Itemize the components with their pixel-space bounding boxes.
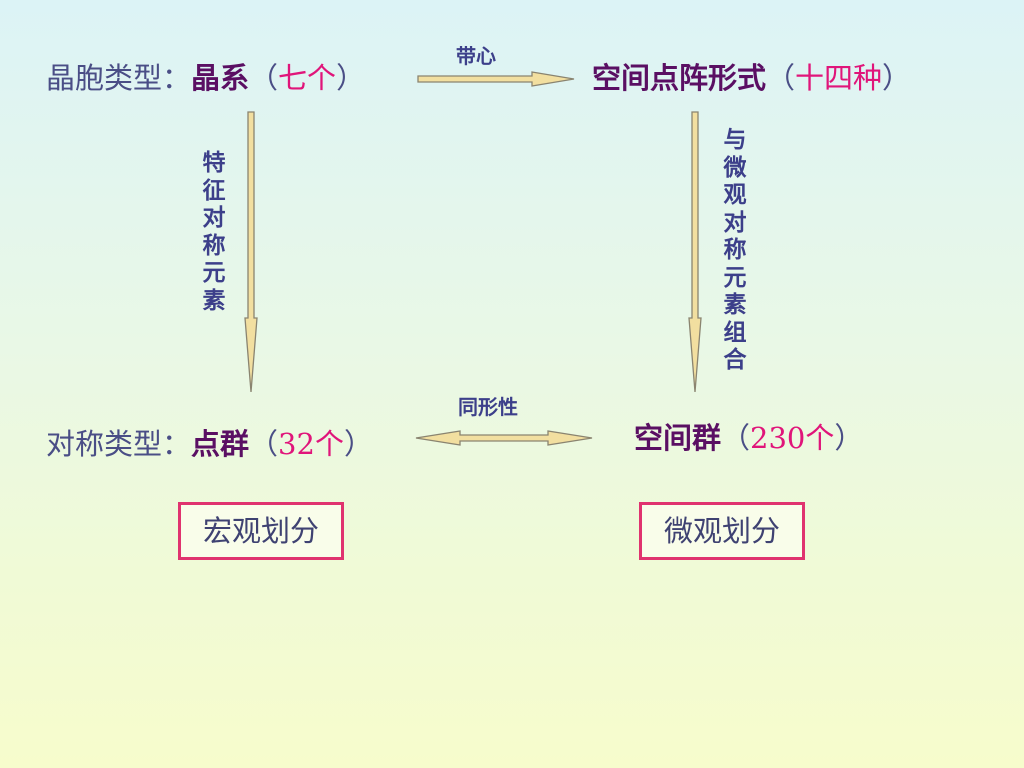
close-paren: ） (343, 427, 373, 461)
arrow-label-isomorphism: 同形性 (458, 395, 518, 419)
arrow-label-centering: 带心 (456, 44, 496, 68)
symmetry-type-label: 对称类型： (46, 427, 192, 461)
crystal-system-count: 七个 (278, 61, 337, 95)
point-group-name: 点群 (191, 427, 250, 461)
open-paren: （ (721, 421, 751, 455)
cell-type-label: 晶胞类型： (46, 61, 192, 95)
node-space-lattice: 空间点阵形式（十四种） (592, 58, 911, 98)
node-crystal-system: 晶胞类型：晶系（七个） (46, 58, 365, 98)
crystal-system-name: 晶系 (191, 61, 250, 95)
arrow-label-micro-symmetry-combination: 与微观对称元素组合 (723, 127, 747, 373)
space-group-name: 空间群 (634, 421, 722, 455)
close-paren: ） (336, 61, 366, 95)
arrow-down-right (688, 111, 702, 393)
space-group-count: 230个 (750, 421, 835, 455)
arrow-double-bottom (415, 430, 593, 446)
point-group-count: 32个 (278, 427, 344, 461)
arrow-label-characteristic-symmetry: 特征对称元素 (202, 150, 226, 314)
arrow-right-top (417, 71, 575, 87)
open-paren: （ (249, 427, 279, 461)
close-paren: ） (882, 61, 912, 95)
macro-division-box: 宏观划分 (178, 502, 344, 560)
space-lattice-count: 十四种 (795, 61, 883, 95)
arrow-down-left (244, 111, 258, 393)
open-paren: （ (766, 61, 796, 95)
micro-division-box: 微观划分 (639, 502, 805, 560)
space-lattice-name: 空间点阵形式 (592, 61, 767, 95)
close-paren: ） (834, 421, 864, 455)
node-space-group: 空间群（230个） (634, 418, 863, 458)
open-paren: （ (249, 61, 279, 95)
node-point-group: 对称类型：点群（32个） (46, 424, 373, 464)
